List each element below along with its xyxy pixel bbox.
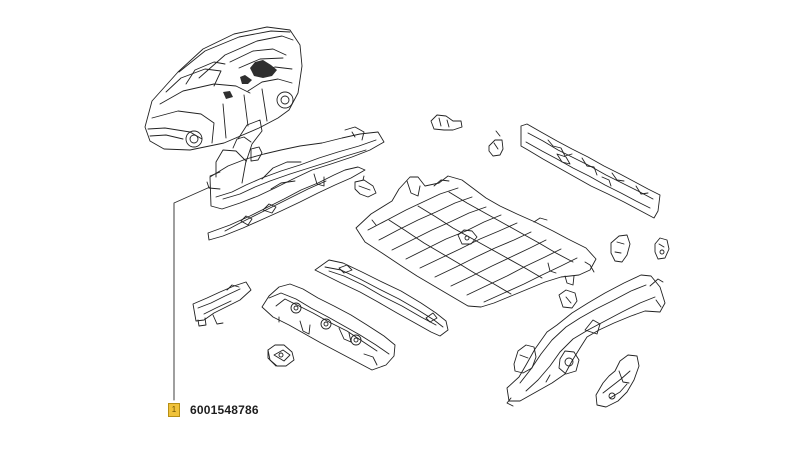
seat-bracket <box>192 281 252 327</box>
vehicle-overview-illustration <box>144 26 303 151</box>
center-tunnel-rail <box>261 283 396 371</box>
rear-floor-panel <box>355 175 597 308</box>
mounting-bracket <box>354 114 463 198</box>
small-bracket-pair <box>267 344 295 367</box>
callout-marker[interactable]: 1 <box>168 403 180 417</box>
rear-side-member-assembly <box>506 274 666 408</box>
part-number-label: 6001548786 <box>190 403 259 417</box>
tow-eye-bracket <box>610 234 670 263</box>
part-callout: 1 6001548786 <box>168 403 259 417</box>
cross-rail-long <box>314 259 449 337</box>
callout-leader-line <box>173 186 211 401</box>
callout-marker-label: 1 <box>171 405 177 414</box>
front-floor-side-member <box>206 119 385 241</box>
rear-crossmember <box>488 123 661 219</box>
